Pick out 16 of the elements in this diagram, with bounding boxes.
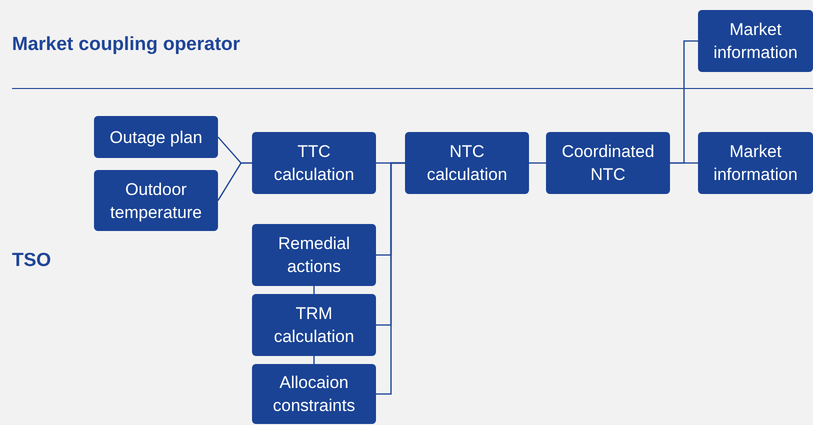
connector-line [529,162,546,164]
process-box: Outage plan [94,116,218,158]
process-box: Allocaion constraints [252,364,376,424]
process-box: Market information [698,10,813,72]
lane-title: Market coupling operator [12,33,240,57]
connector-line [217,162,252,201]
connector-line [670,40,698,164]
process-box: TRM calculation [252,294,376,356]
process-box: TTC calculation [252,132,376,194]
connector-line [376,162,405,395]
process-box: Remedial actions [252,224,376,286]
process-box: NTC calculation [405,132,529,194]
process-box: Outdoor temperature [94,170,218,231]
process-box: Market information [698,132,813,194]
process-box: Coordinated NTC [546,132,670,194]
lane-title: TSO [12,249,52,273]
